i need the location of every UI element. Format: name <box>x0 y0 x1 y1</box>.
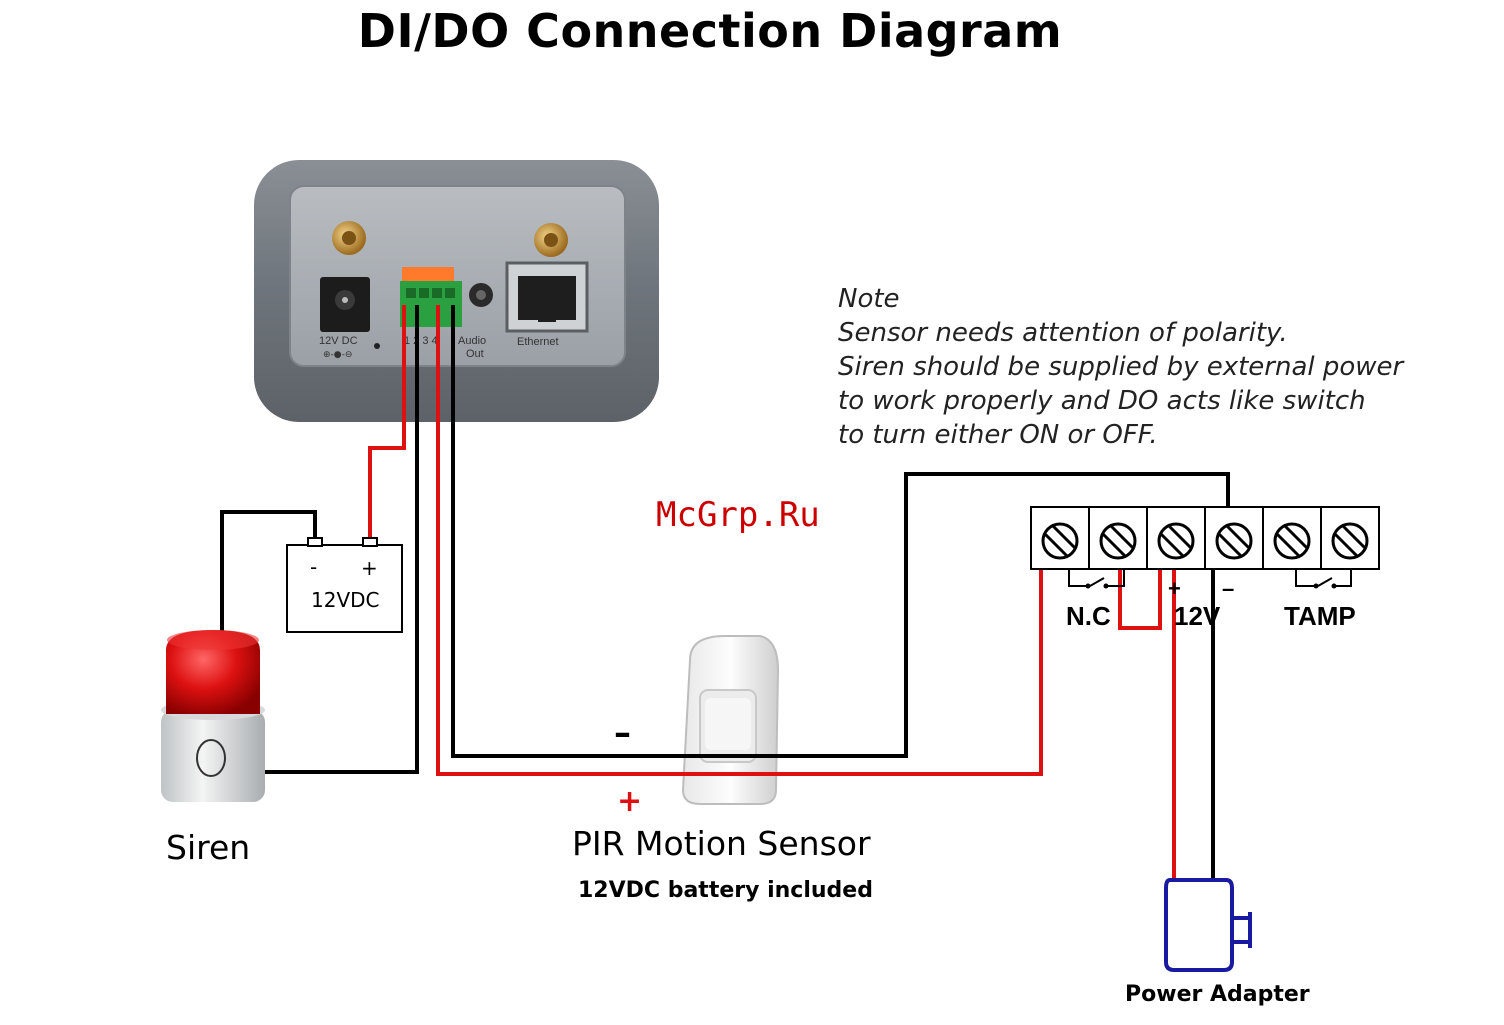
note-line: to work properly and DO acts like switch <box>838 386 1366 416</box>
antenna-connector-icon <box>534 223 568 257</box>
camera-power-label: 12V DC <box>319 335 358 347</box>
terminal-minus-label: – <box>1222 576 1234 601</box>
sensor-terminal-block: N.C + – 12V TAMP <box>1030 506 1380 631</box>
terminal-plus-label: + <box>1168 576 1181 601</box>
pir-sublabel: 12VDC battery included <box>578 878 873 903</box>
audio-out-label-2: Out <box>466 348 484 360</box>
siren-icon <box>161 630 265 802</box>
ethernet-port-icon <box>505 261 589 333</box>
terminal-screw-icon <box>1331 522 1369 560</box>
note-line: Siren should be supplied by external pow… <box>838 352 1404 382</box>
battery-minus-label: - <box>310 555 317 579</box>
diagram-title: DI/DO Connection Diagram <box>357 4 1063 58</box>
note-line: Sensor needs attention of polarity. <box>838 318 1288 348</box>
wires <box>220 305 1230 880</box>
battery-12vdc: - + 12VDC <box>286 537 403 633</box>
dc-power-jack-icon <box>320 277 370 332</box>
pir-label: PIR Motion Sensor <box>572 824 871 863</box>
jumper-wire <box>1118 566 1162 630</box>
note-heading: Note <box>838 284 900 314</box>
antenna-connector-icon <box>332 221 366 255</box>
wire-battery-negative-to-siren <box>220 510 317 638</box>
terminal-screw-icon <box>1273 522 1311 560</box>
wire-do-to-battery-positive <box>368 305 406 545</box>
siren-label: Siren <box>166 828 251 867</box>
terminal-numbers-label: 1 2 3 4 <box>404 335 438 347</box>
watermark: McGrp.Ru <box>656 495 820 535</box>
terminal-screw-icon <box>1157 522 1195 560</box>
di-do-terminal-block <box>400 267 462 327</box>
terminal-12v-label: 12V <box>1174 601 1221 631</box>
power-adapter-icon <box>1164 878 1252 972</box>
tamp-label: TAMP <box>1284 601 1356 631</box>
nc-label: N.C <box>1066 601 1111 631</box>
terminal-screw-icon <box>1041 522 1079 560</box>
wire-di-negative <box>451 305 1230 758</box>
note-line: to turn either ON or OFF. <box>838 420 1158 450</box>
ethernet-label: Ethernet <box>517 336 559 348</box>
ip-camera-rear: 12V DC ⊕-●-⊖ 1 2 3 4 Audio Out Ethernet <box>254 160 659 422</box>
svg-text:⊕-●-⊖: ⊕-●-⊖ <box>323 350 352 360</box>
pir-minus-label: – <box>614 713 631 753</box>
battery-voltage-label: 12VDC <box>311 588 380 612</box>
power-adapter-label: Power Adapter <box>1125 982 1310 1007</box>
wire-do-to-siren <box>264 305 419 774</box>
battery-plus-label: + <box>361 556 378 580</box>
terminal-screw-icon <box>1215 522 1253 560</box>
terminal-screw-icon <box>1099 522 1137 560</box>
pir-plus-label: + <box>617 784 642 819</box>
audio-out-jack-icon <box>469 283 493 307</box>
audio-out-label: Audio <box>458 335 486 347</box>
pir-motion-sensor-icon <box>681 635 780 805</box>
